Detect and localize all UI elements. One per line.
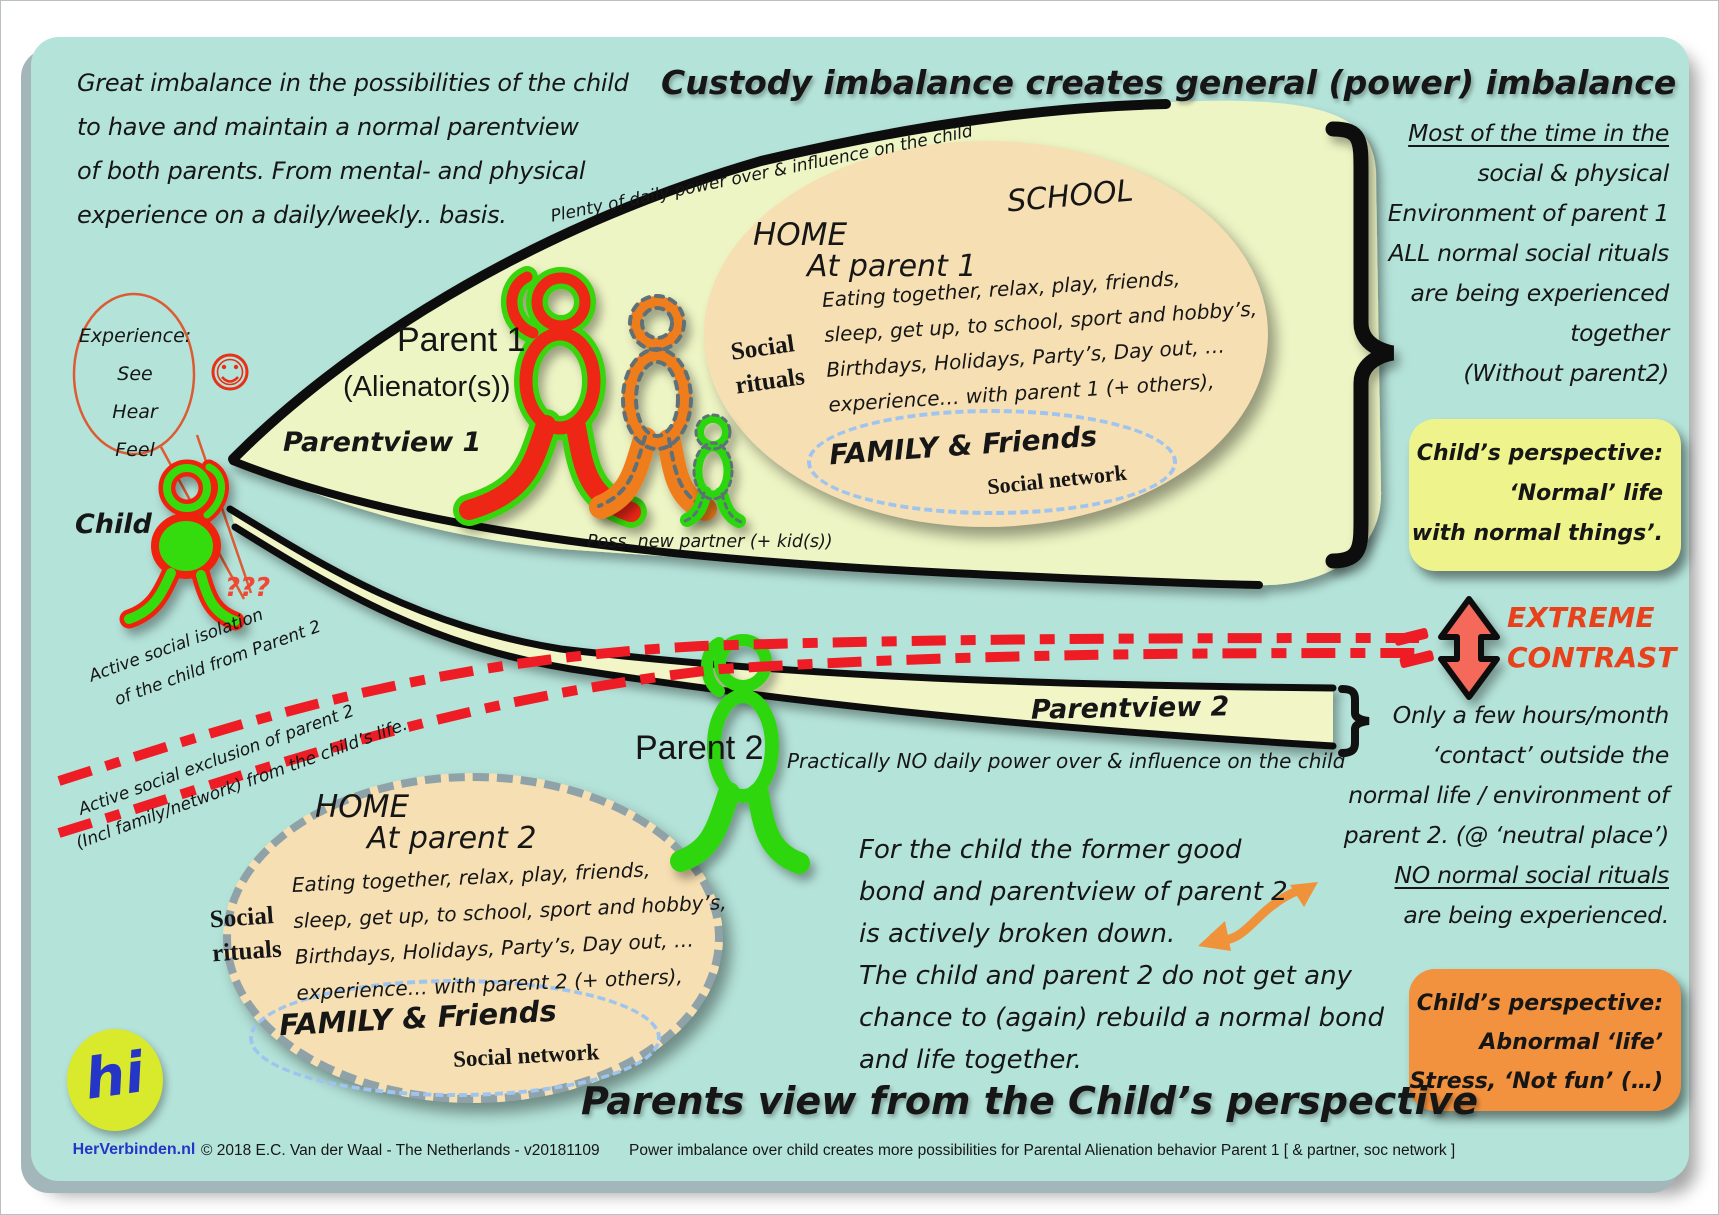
parent1-environment-note: Most of the time in the social & physica… [1387, 119, 1670, 387]
child-label: Child [75, 509, 152, 540]
footer-title: Parents view from the Child’s perspectiv… [581, 1079, 1479, 1123]
extreme-label: EXTREME [1507, 601, 1655, 634]
social-rituals-label-1: Social rituals [729, 330, 807, 400]
copyright-text: © 2018 E.C. Van der Waal - The Netherlan… [201, 1142, 600, 1159]
parent1-label: Parent 1 [397, 321, 526, 359]
home-label-1: HOME [753, 217, 848, 253]
child-perspective-box-2: Child’s perspective: Abnormal ‘life’ Str… [1409, 969, 1681, 1111]
footer-note: Power imbalance over child creates more … [629, 1142, 1456, 1159]
intro-paragraph: Great imbalance in the possibilities of … [77, 69, 629, 229]
parent2-contact-note: Only a few hours/month ‘contact’ outside… [1343, 701, 1670, 929]
at-parent2-label: At parent 2 [367, 821, 537, 856]
child-perspective-box-1: Child’s perspective: ‘Normal’ life with … [1409, 419, 1681, 571]
parent2-label: Parent 2 [635, 729, 764, 767]
logo-text: HerVerbinden.nl [72, 1141, 196, 1158]
parentview1-label: Parentview 1 [283, 427, 482, 458]
experience-bubble-text: Experience: See Hear Feel [78, 325, 192, 461]
contrast-label: CONTRAST [1507, 641, 1677, 674]
family-network-ellipse-2 [249, 979, 661, 1097]
parentview2-label: Parentview 2 [1030, 691, 1230, 726]
bond-breakdown-paragraph: For the child the former good bond and p… [859, 835, 1385, 1075]
social-rituals-label-2: Social rituals [208, 902, 283, 968]
parent2-power-note: Practically NO daily power over & influe… [787, 749, 1346, 773]
home-label-2: HOME [315, 789, 410, 825]
herverbinden-logo: hi [67, 1029, 163, 1131]
herverbinden-logo-icon: hi [81, 1039, 149, 1113]
rituals-list-2: Eating together, relax, play, friends, s… [291, 857, 728, 1005]
rituals-list-1: Eating together, relax, play, friends, s… [821, 266, 1258, 417]
page-title: Custody imbalance creates general (power… [661, 63, 1677, 102]
new-partner-note: Poss. new partner (+ kid(s)) [587, 532, 833, 552]
alienator-label: (Alienator(s)) [343, 371, 511, 403]
